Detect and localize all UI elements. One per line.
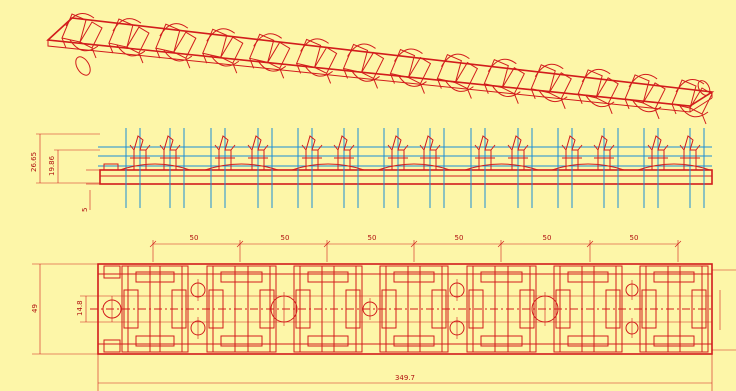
plan-clip-group (379, 265, 449, 353)
side-clip (247, 135, 269, 170)
iso-clip (530, 63, 572, 109)
iso-clip (389, 48, 432, 94)
plan-view: 50 50 50 50 50 50 49 14.8 349.7 (31, 234, 736, 391)
dim-spacing-5: 50 (543, 234, 552, 242)
plan-clip-group (639, 265, 709, 353)
iso-clip (295, 38, 338, 84)
iso-clip (671, 79, 713, 125)
side-clip (387, 135, 409, 170)
plan-clip-group (293, 265, 363, 353)
dim-height-clip: 19.86 (48, 155, 56, 176)
side-view: 26.65 19.86 5 (30, 128, 713, 212)
side-clip (214, 135, 236, 170)
side-clip (159, 135, 181, 170)
plan-clip-group (466, 265, 537, 353)
dim-base: 5 (81, 208, 89, 212)
dim-spacing-2: 50 (281, 234, 290, 242)
iso-clip (108, 18, 150, 64)
side-clip (129, 135, 151, 170)
iso-clip (342, 43, 385, 89)
iso-clip (436, 53, 479, 99)
dim-width: 49 (31, 304, 39, 313)
side-clip (419, 135, 441, 170)
side-clip (333, 135, 355, 170)
iso-clip (155, 23, 197, 69)
dim-spacing-4: 50 (455, 234, 464, 242)
dim-length: 349.7 (395, 374, 415, 382)
iso-clip (61, 13, 103, 59)
dim-spacing-3: 50 (368, 234, 377, 242)
dim-spacing-1: 50 (190, 234, 199, 242)
iso-clip (624, 73, 666, 120)
plan-clip-group (121, 265, 189, 353)
dim-inner: 14.8 (76, 300, 84, 316)
iso-clip (483, 58, 525, 104)
plan-clip-group (553, 265, 623, 353)
isometric-view (46, 13, 715, 125)
side-clip (647, 135, 669, 170)
dim-spacing-6: 50 (630, 234, 639, 242)
side-clip (593, 135, 615, 170)
side-clip (561, 135, 583, 170)
plan-clip-group (206, 265, 277, 353)
side-clip (679, 135, 701, 170)
side-clip (507, 135, 529, 170)
iso-clip (249, 33, 291, 79)
iso-clip (202, 28, 244, 74)
iso-clip (577, 68, 619, 115)
side-clip (474, 135, 496, 170)
side-clip (301, 135, 323, 170)
dim-height-total: 26.65 (30, 152, 38, 172)
